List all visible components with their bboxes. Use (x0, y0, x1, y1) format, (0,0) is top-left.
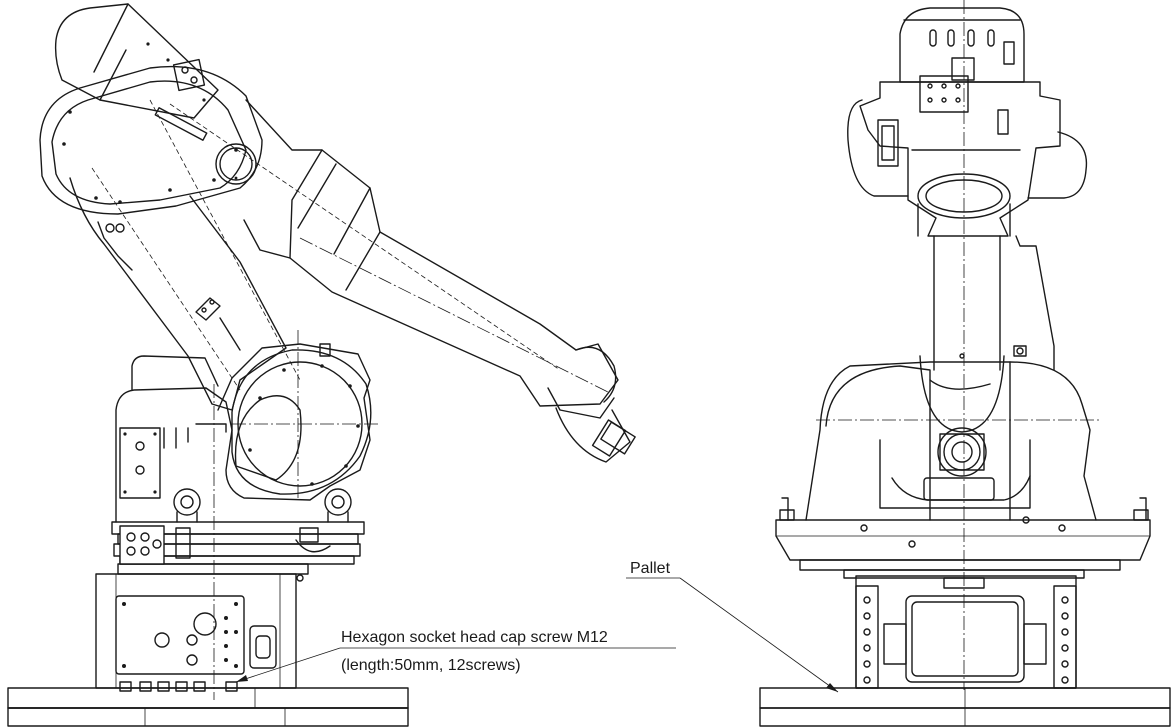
pallet-label: Pallet (630, 560, 671, 577)
pedestal-left (95, 573, 297, 689)
screw-label-line2: (length:50mm, 12screws) (341, 657, 521, 674)
lower-arm-right (919, 235, 1055, 477)
eyebolts-left (173, 488, 352, 523)
j2-housing-left (231, 343, 372, 495)
forearm-left (169, 99, 619, 407)
centerlines-right (816, 0, 1100, 690)
front-view (759, 0, 1171, 727)
elbow-housing-left (39, 65, 263, 233)
pallet-right (759, 687, 1171, 727)
side-view (7, 3, 636, 727)
pedestal-right (855, 575, 1077, 689)
screw-label-line1: Hexagon socket head cap screw M12 (341, 629, 608, 646)
base-plate-left (111, 521, 365, 582)
j4-motor-left (54, 3, 219, 119)
swivel-base-left (115, 343, 371, 523)
callout-leaders (235, 577, 839, 693)
upper-body-right (847, 57, 1088, 237)
lower-arm-left (69, 99, 301, 411)
bolt-heads-left (119, 681, 238, 692)
wrist-left (547, 346, 636, 463)
centerlines-left (213, 330, 380, 700)
pallet-left (7, 687, 409, 727)
turntable-right (805, 345, 1097, 524)
base-plate-right (775, 497, 1151, 579)
top-motor-right (899, 7, 1025, 83)
